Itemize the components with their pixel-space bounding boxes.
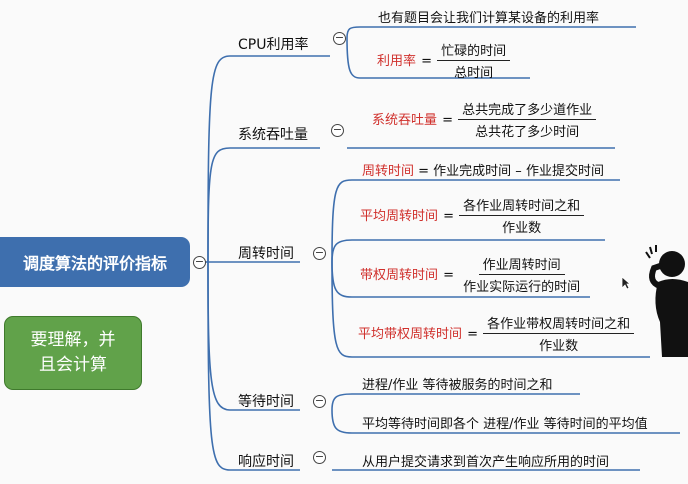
cpu-formula-eq: =	[421, 54, 433, 69]
waiting-item2: 平均等待时间即各个 进程/作业 等待时间的平均值	[362, 417, 648, 432]
mouse-cursor-icon	[621, 276, 631, 290]
throughput-collapse-icon[interactable]: −	[331, 123, 344, 137]
branch-throughput-label[interactable]: 系统吞吐量	[238, 127, 308, 143]
turnaround-f2-name: 平均周转时间	[360, 209, 439, 224]
cpu-collapse-icon[interactable]: −	[333, 31, 346, 45]
turnaround-f3-denominator: 作业实际运行的时间	[463, 280, 581, 295]
root-label: 调度算法的评价指标	[22, 254, 167, 273]
throughput-formula-eq: =	[442, 113, 454, 128]
cpu-formula: 利用率 = 忙碌的时间 总时间	[377, 40, 511, 81]
response-item1: 从用户提交请求到首次产生响应所用的时间	[362, 455, 610, 470]
turnaround-f4-eq: =	[467, 327, 479, 342]
thinking-person-icon	[645, 245, 688, 357]
cpu-numerator: 忙碌的时间	[437, 40, 511, 61]
turnaround-f2: 平均周转时间 = 各作业周转时间之和 作业数	[360, 195, 585, 236]
cpu-fraction: 忙碌的时间 总时间	[437, 40, 511, 81]
waiting-item1: 进程/作业 等待被服务的时间之和	[362, 378, 553, 393]
cpu-denominator: 总时间	[454, 66, 494, 81]
tip-note: 要理解，并 且会计算	[4, 316, 142, 390]
turnaround-f4-fraction: 各作业带权周转时间之和 作业数	[483, 313, 635, 354]
response-collapse-icon[interactable]: −	[313, 450, 326, 464]
turnaround-f3-numerator: 作业周转时间	[478, 254, 565, 275]
tip-line2: 且会计算	[39, 355, 107, 375]
branch-waiting-label[interactable]: 等待时间	[238, 394, 294, 410]
turnaround-f2-fraction: 各作业周转时间之和 作业数	[459, 195, 585, 236]
throughput-formula-name: 系统吞吐量	[372, 113, 438, 128]
branch-turnaround-label[interactable]: 周转时间	[238, 246, 294, 262]
turnaround-f3: 带权周转时间 = 作业周转时间 作业实际运行的时间	[360, 254, 584, 295]
turnaround-f1-rest: = 作业完成时间 – 作业提交时间	[414, 164, 604, 179]
turnaround-f4: 平均带权周转时间 = 各作业带权周转时间之和 作业数	[358, 313, 635, 354]
cpu-formula-name: 利用率	[377, 54, 417, 69]
cpu-note: 也有题目会让我们计算某设备的利用率	[378, 11, 600, 26]
tip-line1: 要理解，并	[30, 330, 116, 350]
branch-cpu-label[interactable]: CPU利用率	[238, 37, 309, 53]
turnaround-f2-eq: =	[443, 209, 455, 224]
waiting-collapse-icon[interactable]: −	[313, 394, 326, 408]
throughput-denominator: 总共花了多少时间	[475, 125, 580, 140]
turnaround-f3-fraction: 作业周转时间 作业实际运行的时间	[459, 254, 584, 295]
throughput-numerator: 总共完成了多少道作业	[458, 99, 597, 120]
turnaround-f4-denominator: 作业数	[539, 339, 579, 354]
branch-response-label[interactable]: 响应时间	[238, 454, 294, 470]
turnaround-f4-name: 平均带权周转时间	[358, 327, 463, 342]
turnaround-f1: 周转时间 = 作业完成时间 – 作业提交时间	[362, 160, 604, 179]
throughput-formula: 系统吞吐量 = 总共完成了多少道作业 总共花了多少时间	[372, 99, 597, 140]
turnaround-f4-numerator: 各作业带权周转时间之和	[483, 313, 635, 334]
turnaround-f1-name: 周转时间	[362, 164, 415, 179]
root-node[interactable]: 调度算法的评价指标	[0, 237, 190, 287]
turnaround-f2-numerator: 各作业周转时间之和	[459, 195, 585, 216]
throughput-fraction: 总共完成了多少道作业 总共花了多少时间	[458, 99, 597, 140]
root-collapse-icon[interactable]: −	[193, 255, 206, 269]
turnaround-collapse-icon[interactable]: −	[313, 246, 326, 260]
turnaround-f2-denominator: 作业数	[502, 221, 542, 236]
turnaround-f3-eq: =	[443, 268, 455, 283]
turnaround-f3-name: 带权周转时间	[360, 268, 439, 283]
